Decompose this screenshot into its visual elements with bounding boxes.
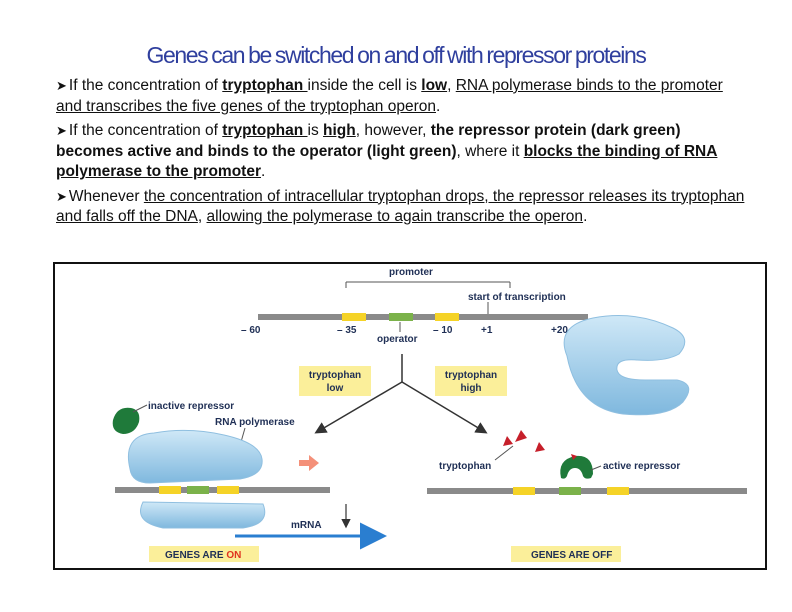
tryptophan-molecule-2 (515, 430, 527, 442)
bullet-text-segment: , (197, 208, 207, 225)
bullet-high-tryptophan: ➤If the concentration of tryptophan is h… (56, 121, 746, 183)
mrna-label: mRNA (291, 520, 322, 531)
active-repressor-leader (590, 465, 602, 471)
trp-high-box (435, 366, 507, 396)
bullet-text-segment: If the concentration of (68, 77, 223, 94)
start-transcription-label: start of transcription (468, 292, 566, 303)
inactive-repressor-shape (112, 407, 140, 434)
arrow-bullet-icon: ➤ (56, 123, 67, 138)
promoter-box-35 (342, 313, 366, 321)
bullet-text-segment: high (323, 122, 356, 139)
trp-low-box (299, 366, 371, 396)
bullet-text-segment: inside the cell is (307, 77, 422, 94)
bullet-text-segment: . (436, 97, 441, 115)
arrow-bullet-icon: ➤ (56, 188, 67, 204)
operator-label: operator (377, 334, 418, 345)
dna-strand-right (427, 488, 747, 494)
branch-arrow-high (401, 381, 488, 434)
trp-high-line2: high (460, 383, 481, 394)
bullet-text-segment: tryptophan (222, 122, 308, 139)
active-repressor-shape (560, 455, 593, 479)
movement-arrow-icon (299, 455, 319, 471)
bullet-text-segment: RNA polymerase binds to the promoter and… (56, 77, 723, 115)
inactive-repressor-leader (132, 404, 148, 413)
slide-title: Genes can be switched on and off with re… (146, 42, 646, 68)
promoter-box-10 (435, 313, 459, 321)
bullet-text-segment: . (583, 208, 588, 225)
diagram-svg: promoter start of transcription – 60 – 3… (112, 267, 747, 562)
position-minus-10: – 10 (433, 325, 453, 336)
rna-polymerase-lower (140, 501, 266, 529)
operator-box-right (559, 487, 581, 495)
rna-polymerase-shape (128, 429, 263, 484)
arrow-bullet-icon: ➤ (56, 78, 67, 93)
tryptophan-molecule-1 (503, 436, 513, 446)
bullet-text-segment: allowing the polymerase to again transcr… (206, 208, 584, 225)
branch-arrow-low (314, 381, 403, 434)
bullet-text-segment: Whenever (68, 187, 144, 205)
promoter-label: promoter (389, 267, 433, 278)
genes-on-prefix: GENES ARE (165, 550, 226, 561)
bullet-text-segment: , (447, 77, 456, 94)
bullet-text-segment: If the concentration of (68, 122, 223, 139)
tryptophan-label: tryptophan (439, 461, 491, 472)
bullet-text-segment: , where it (456, 142, 524, 160)
genes-on-box (149, 546, 259, 562)
bullet-low-tryptophan: ➤If the concentration of tryptophan insi… (56, 76, 746, 117)
position-minus-60: – 60 (241, 325, 261, 336)
bullet-text-segment: blocks the binding of RNA polymerase to … (56, 142, 718, 181)
bullet-text-segment: low (421, 77, 448, 94)
promoter-box-left-10 (217, 486, 239, 494)
operator-box-left (187, 486, 209, 494)
genes-on-label: GENES ARE ON (165, 550, 241, 561)
position-plus-1: +1 (481, 325, 493, 336)
tryptophan-molecule-3 (535, 442, 545, 452)
genes-on-word: ON (226, 550, 241, 561)
genes-off-label: GENES ARE OFF (531, 550, 612, 561)
active-repressor-label: active repressor (603, 461, 680, 472)
rna-polymerase-label: RNA polymerase (215, 417, 295, 428)
bullet-text-segment: the concentration of intracellular trypt… (56, 187, 745, 226)
bullet-text-segment: is (307, 122, 324, 139)
promoter-box-left-35 (159, 486, 181, 494)
bullet-text-segment: . (261, 163, 266, 180)
operator-box (389, 313, 413, 321)
inactive-repressor-label: inactive repressor (148, 401, 234, 412)
bullet-text-segment: the repressor protein (dark green) becom… (56, 122, 681, 160)
bullet-list: ➤If the concentration of tryptophan insi… (56, 76, 746, 232)
dna-strand-top (258, 314, 588, 320)
trp-low-line2: low (327, 383, 344, 394)
bullet-tryptophan-drops: ➤Whenever the concentration of intracell… (56, 187, 746, 228)
bullet-text-segment: , however, (355, 122, 431, 139)
promoter-box-right-10 (607, 487, 629, 495)
position-minus-35: – 35 (337, 325, 357, 336)
bullet-text-segment: tryptophan (222, 77, 308, 94)
bound-tryptophan (571, 454, 577, 460)
position-plus-20: +20 (551, 325, 568, 336)
trp-high-line1: tryptophan (445, 370, 497, 381)
genes-off-box (511, 546, 621, 562)
promoter-box-right-35 (513, 487, 535, 495)
rna-polymerase-right-shape (563, 315, 690, 416)
trp-operon-diagram: promoter start of transcription – 60 – 3… (53, 262, 767, 570)
trp-low-line1: tryptophan (309, 370, 361, 381)
tryptophan-leader (494, 445, 514, 461)
